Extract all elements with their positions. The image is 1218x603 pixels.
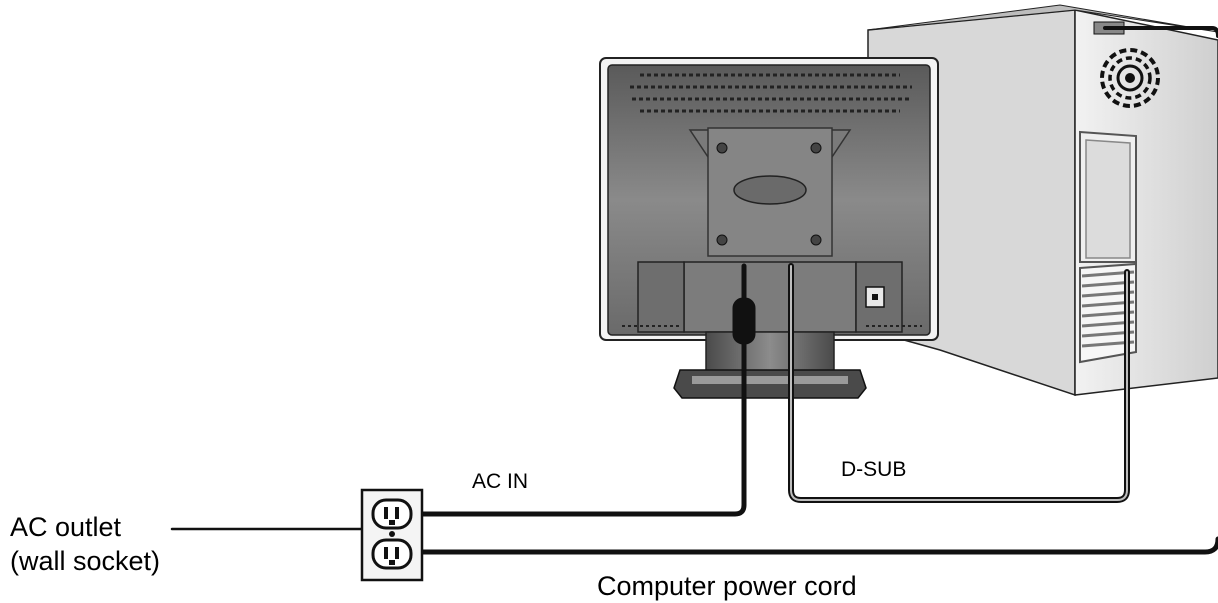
- outlet-receptacle-bottom-icon: [371, 538, 413, 570]
- wall-outlet: [360, 488, 424, 582]
- d-sub-cable-inner: [790, 265, 1128, 501]
- ac-in-cable: [409, 263, 747, 517]
- expansion-bay: [1079, 130, 1137, 263]
- monitor-vents: [630, 73, 912, 113]
- wall-socket-label: (wall socket): [10, 546, 161, 576]
- tower-top-edge: [867, 4, 1218, 33]
- computer-power-cord-label: Computer power cord: [597, 571, 857, 601]
- fan-grille-icon: [1100, 48, 1160, 108]
- connector-cover: [683, 261, 857, 333]
- computer-power-cable: [409, 536, 1218, 555]
- ferrite-core: [732, 297, 756, 345]
- vesa-screw-icons: [716, 142, 822, 246]
- ac-outlet-label: AC outlet: [10, 512, 122, 542]
- monitor-stand-neck: [705, 331, 835, 375]
- outlet-receptacle-top-icon: [371, 498, 413, 530]
- lcd-monitor-rear: [599, 57, 939, 399]
- ac-in-label: AC IN: [472, 470, 529, 493]
- vesa-oval-icon: [733, 175, 807, 205]
- d-sub-label: D-SUB: [841, 458, 907, 481]
